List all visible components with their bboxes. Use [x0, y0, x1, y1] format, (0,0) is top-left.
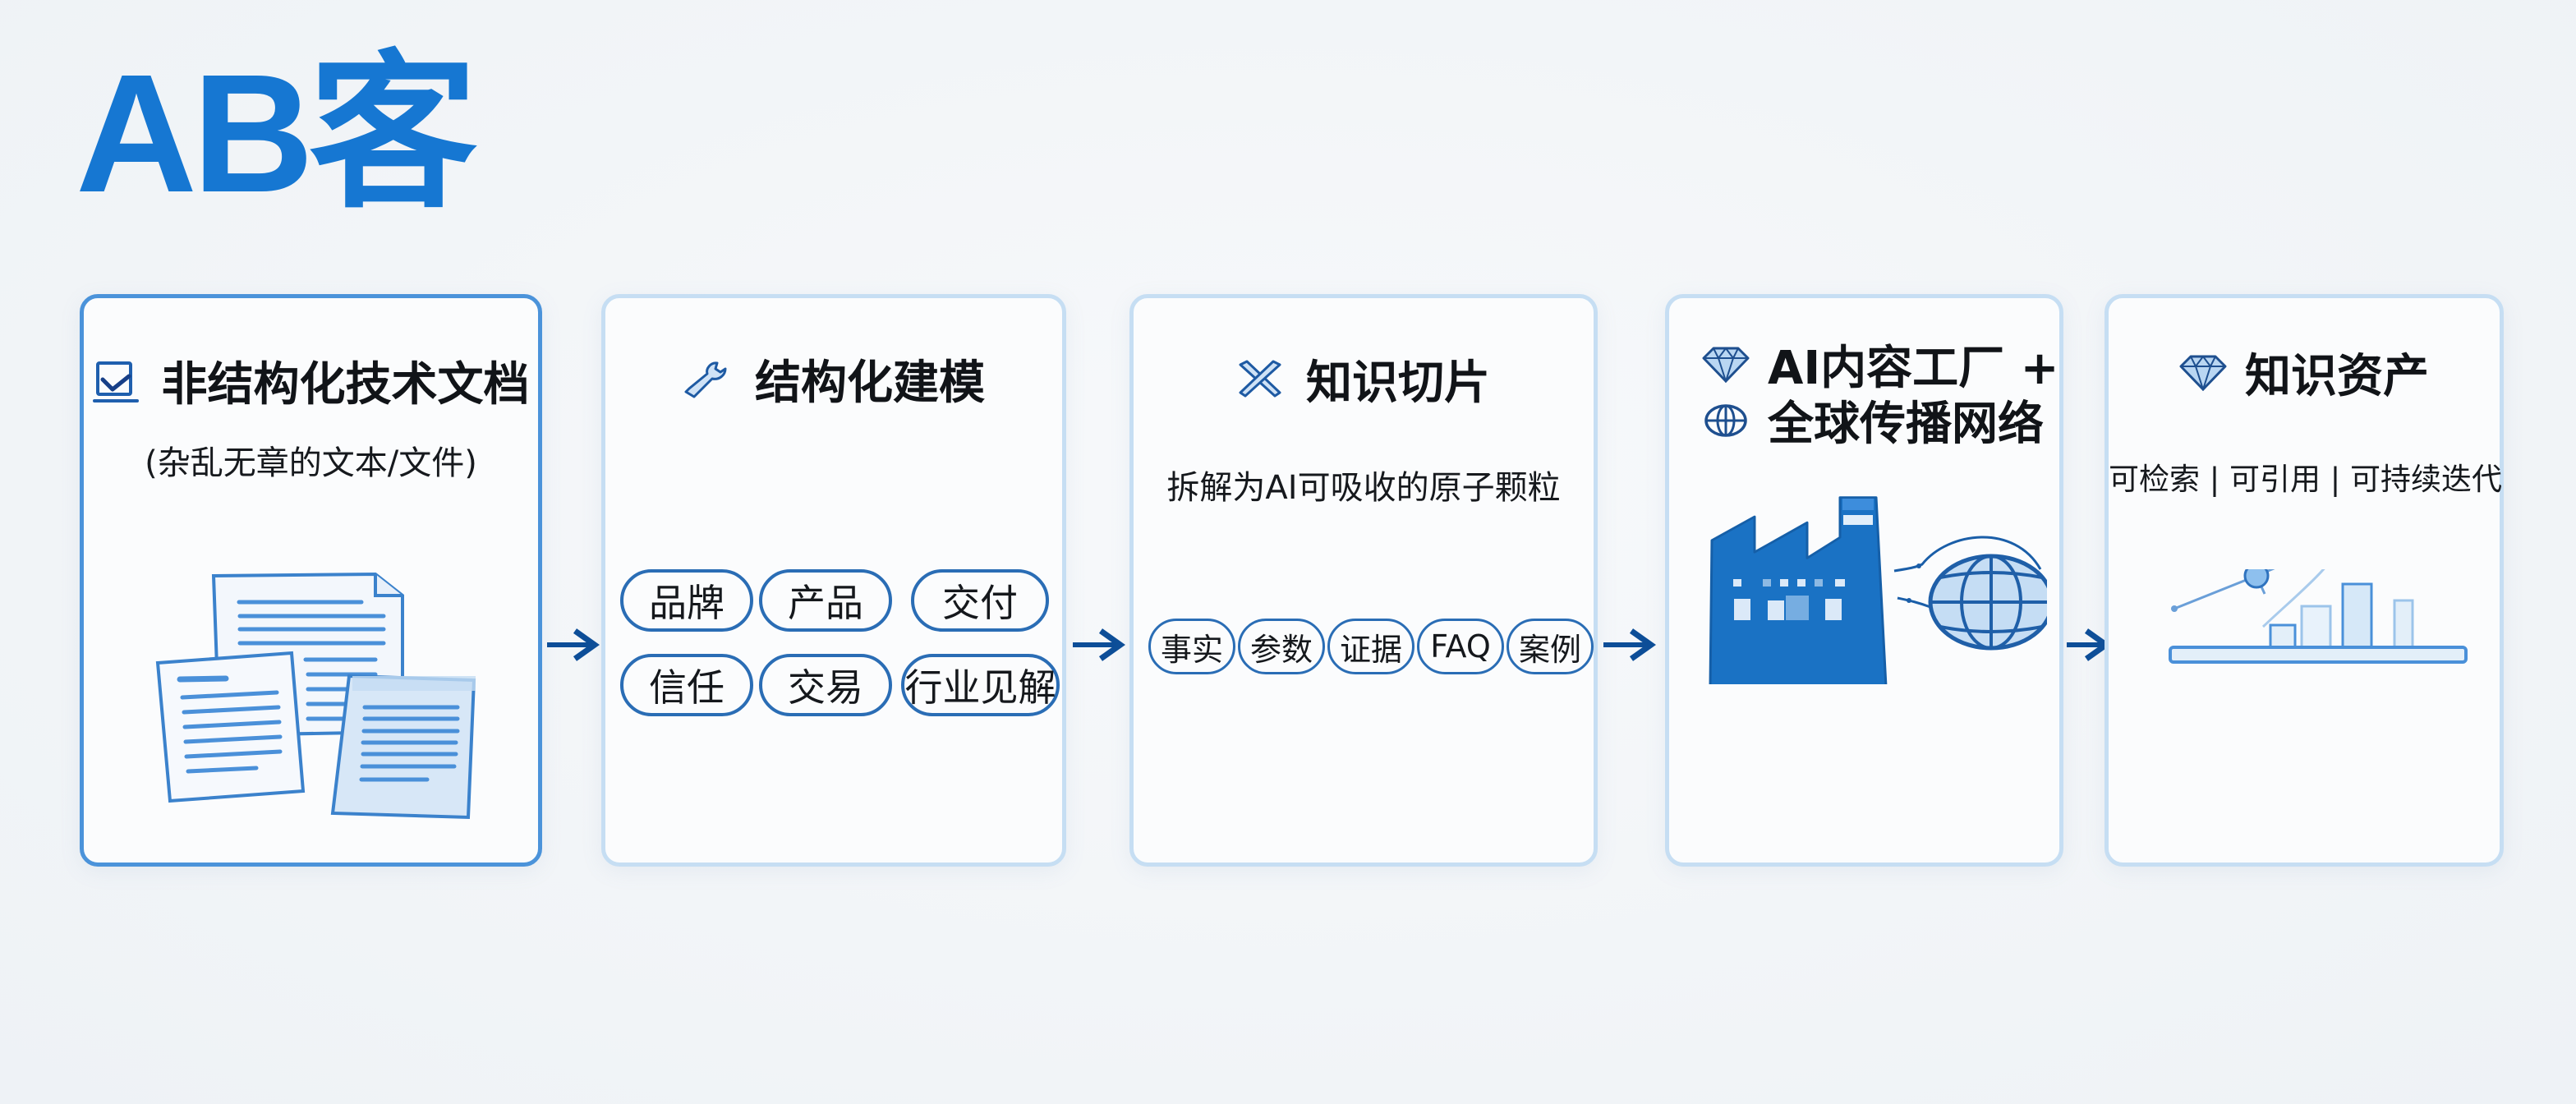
card-title: 结构化建模 — [605, 346, 1062, 412]
flow-arrow-3 — [1600, 624, 1656, 665]
card-title-line-1: AI内容工厂 + — [1669, 331, 2059, 398]
card-subtitle: 可检索 | 可引用 | 可持续迭代 — [2109, 462, 2502, 497]
stage-card-knowledge-slicing: 知识切片 拆解为AI可吸收的原子颗粒 事实 参数 证据 FAQ 案例 — [1129, 294, 1598, 867]
diamond-icon — [2179, 354, 2227, 391]
tag-pill: 参数 — [1238, 619, 1325, 674]
card-subtitle: 拆解为AI可吸收的原子颗粒 — [1166, 469, 1561, 507]
network-bar-chart-illustration — [2158, 569, 2470, 734]
wrench-icon — [683, 359, 732, 400]
stage-card-unstructured-docs: 非结构化技术文档 (杂乱无章的文本/文件) — [80, 294, 542, 867]
flow-arrow-2 — [1070, 624, 1125, 665]
tag-pill: 证据 — [1327, 619, 1414, 674]
card-title: 知识切片 — [1134, 346, 1594, 412]
tag-pill: FAQ — [1417, 619, 1504, 674]
stage-card-knowledge-assets: 知识资产 可检索 | 可引用 | 可持续迭代 — [2104, 294, 2504, 867]
card-subtitle: (杂乱无章的文本/文件) — [145, 444, 477, 482]
tag-pill: 交易 — [759, 654, 892, 716]
factory-globe-illustration — [1702, 487, 2047, 684]
card-title: 知识资产 — [2109, 339, 2500, 406]
globe-icon — [1704, 403, 1748, 438]
cross-cut-icon — [1237, 360, 1283, 399]
tag-pill: 品牌 — [620, 569, 753, 632]
tag-pill: 案例 — [1506, 619, 1594, 674]
tag-pill: 交付 — [911, 569, 1049, 632]
stage-card-structured-modeling: 结构化建模 品牌 产品 交付 信任 交易 行业见解 — [601, 294, 1066, 867]
stage-card-ai-content-factory: AI内容工厂 + 全球传播网络 — [1665, 294, 2063, 867]
scattered-documents-illustration — [129, 545, 499, 824]
flow-arrow-1 — [544, 624, 600, 665]
tag-pill: 行业见解 — [901, 654, 1060, 716]
tag-pill: 信任 — [620, 654, 753, 716]
checkbox-icon — [92, 358, 139, 404]
card-title-line-2: 全球传播网络 — [1669, 387, 2059, 453]
tag-pill: 事实 — [1148, 619, 1235, 674]
tag-pill: 产品 — [759, 569, 892, 632]
brand-logo: AB客 — [76, 39, 477, 228]
card-title: 非结构化技术文档 — [84, 347, 538, 414]
diamond-icon — [1702, 346, 1750, 383]
